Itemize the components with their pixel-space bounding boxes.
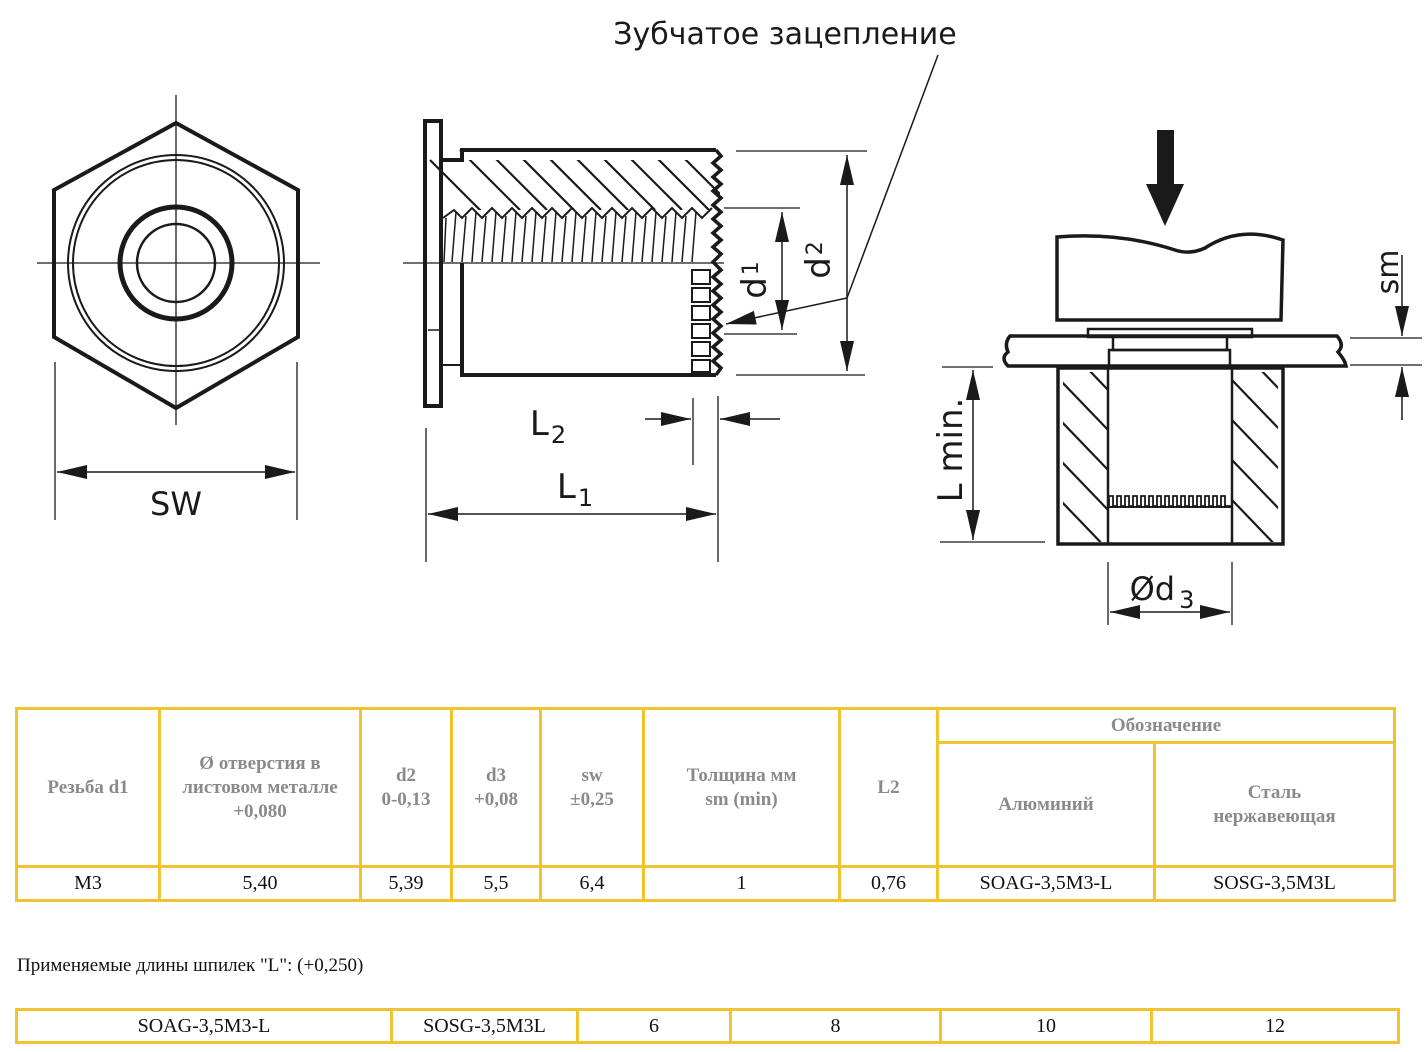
press-arrow-icon (1157, 130, 1174, 185)
length-cell: 12 (1150, 1008, 1400, 1044)
header-thickness-line: sm (min) (705, 788, 778, 810)
cell-steel: SOSG-3,5M3L (1153, 865, 1396, 902)
header-steel-line: Сталь (1247, 781, 1302, 803)
lmin-label: L min. (931, 398, 971, 503)
technical-drawing: SW (37, 17, 1422, 625)
header-hole-line: листовом металле (182, 776, 338, 798)
header-d2: d2 0-0,13 (359, 707, 453, 868)
cell-thread: M3 (15, 865, 161, 902)
header-hole-line: +0,080 (233, 800, 287, 822)
table-row: SOAG-3,5M3-L SOSG-3,5M3L 6 8 10 12 (15, 1008, 1400, 1044)
d1-label: d1 (735, 261, 775, 299)
header-thickness: Толщина мм sm (min) (642, 707, 841, 868)
header-aluminum: Алюминий (936, 741, 1156, 868)
header-d2-line: 0-0,13 (381, 788, 431, 810)
length-cell: 10 (939, 1008, 1153, 1044)
l1-label: L1 (557, 467, 593, 512)
length-cell: 6 (576, 1008, 732, 1044)
header-hole: Ø отверстия в листовом металле +0,080 (158, 707, 362, 868)
header-sw-line: sw (581, 764, 603, 786)
callout-label: Зубчатое зацепление (613, 17, 956, 52)
header-steel: Сталь нержавеющая (1153, 741, 1396, 868)
header-d2-line: d2 (395, 764, 417, 786)
l2-label: L2 (530, 404, 566, 449)
cell-sw: 6,4 (539, 865, 645, 902)
side-section-view: d1 d2 Зубчатое зацепление L2 L1 (403, 17, 957, 562)
hex-top-view: SW (37, 95, 320, 523)
cell-d3: 5,5 (450, 865, 542, 902)
length-cell: SOAG-3,5M3-L (15, 1008, 393, 1044)
lengths-note: Применяемые длины шпилек "L": (+0,250) (17, 955, 364, 976)
sw-label: SW (150, 485, 202, 523)
cell-hole: 5,40 (158, 865, 362, 902)
length-cell: SOSG-3,5M3L (390, 1008, 579, 1044)
header-d3: d3 +0,08 (450, 707, 542, 868)
header-designation: Обозначение (936, 707, 1396, 744)
length-cell: 8 (729, 1008, 942, 1044)
sm-label: sm (1371, 250, 1406, 295)
header-thickness-line: Толщина мм (686, 764, 797, 786)
lengths-table: SOAG-3,5M3-L SOSG-3,5M3L 6 8 10 12 (15, 1008, 1400, 1044)
header-sw-line: ±0,25 (570, 788, 614, 810)
cell-thickness: 1 (642, 865, 841, 902)
table-row: M3 5,40 5,39 5,5 6,4 1 0,76 SOAG-3,5M3-L… (15, 865, 1396, 902)
header-d3-line: +0,08 (473, 788, 519, 810)
cell-l2: 0,76 (838, 865, 939, 902)
spec-table: Резьба d1 Ø отверстия в листовом металле… (15, 707, 1396, 902)
header-thread: Резьба d1 (15, 707, 161, 868)
cell-aluminum: SOAG-3,5M3-L (936, 865, 1156, 902)
header-d3-line: d3 (485, 764, 507, 786)
header-hole-line: Ø отверстия в (199, 752, 321, 774)
d2-label: d2 (799, 241, 839, 279)
cell-d2: 5,39 (359, 865, 453, 902)
header-steel-line: нержавеющая (1213, 805, 1336, 827)
header-l2: L2 (838, 707, 939, 868)
header-sw: sw ±0,25 (539, 707, 645, 868)
